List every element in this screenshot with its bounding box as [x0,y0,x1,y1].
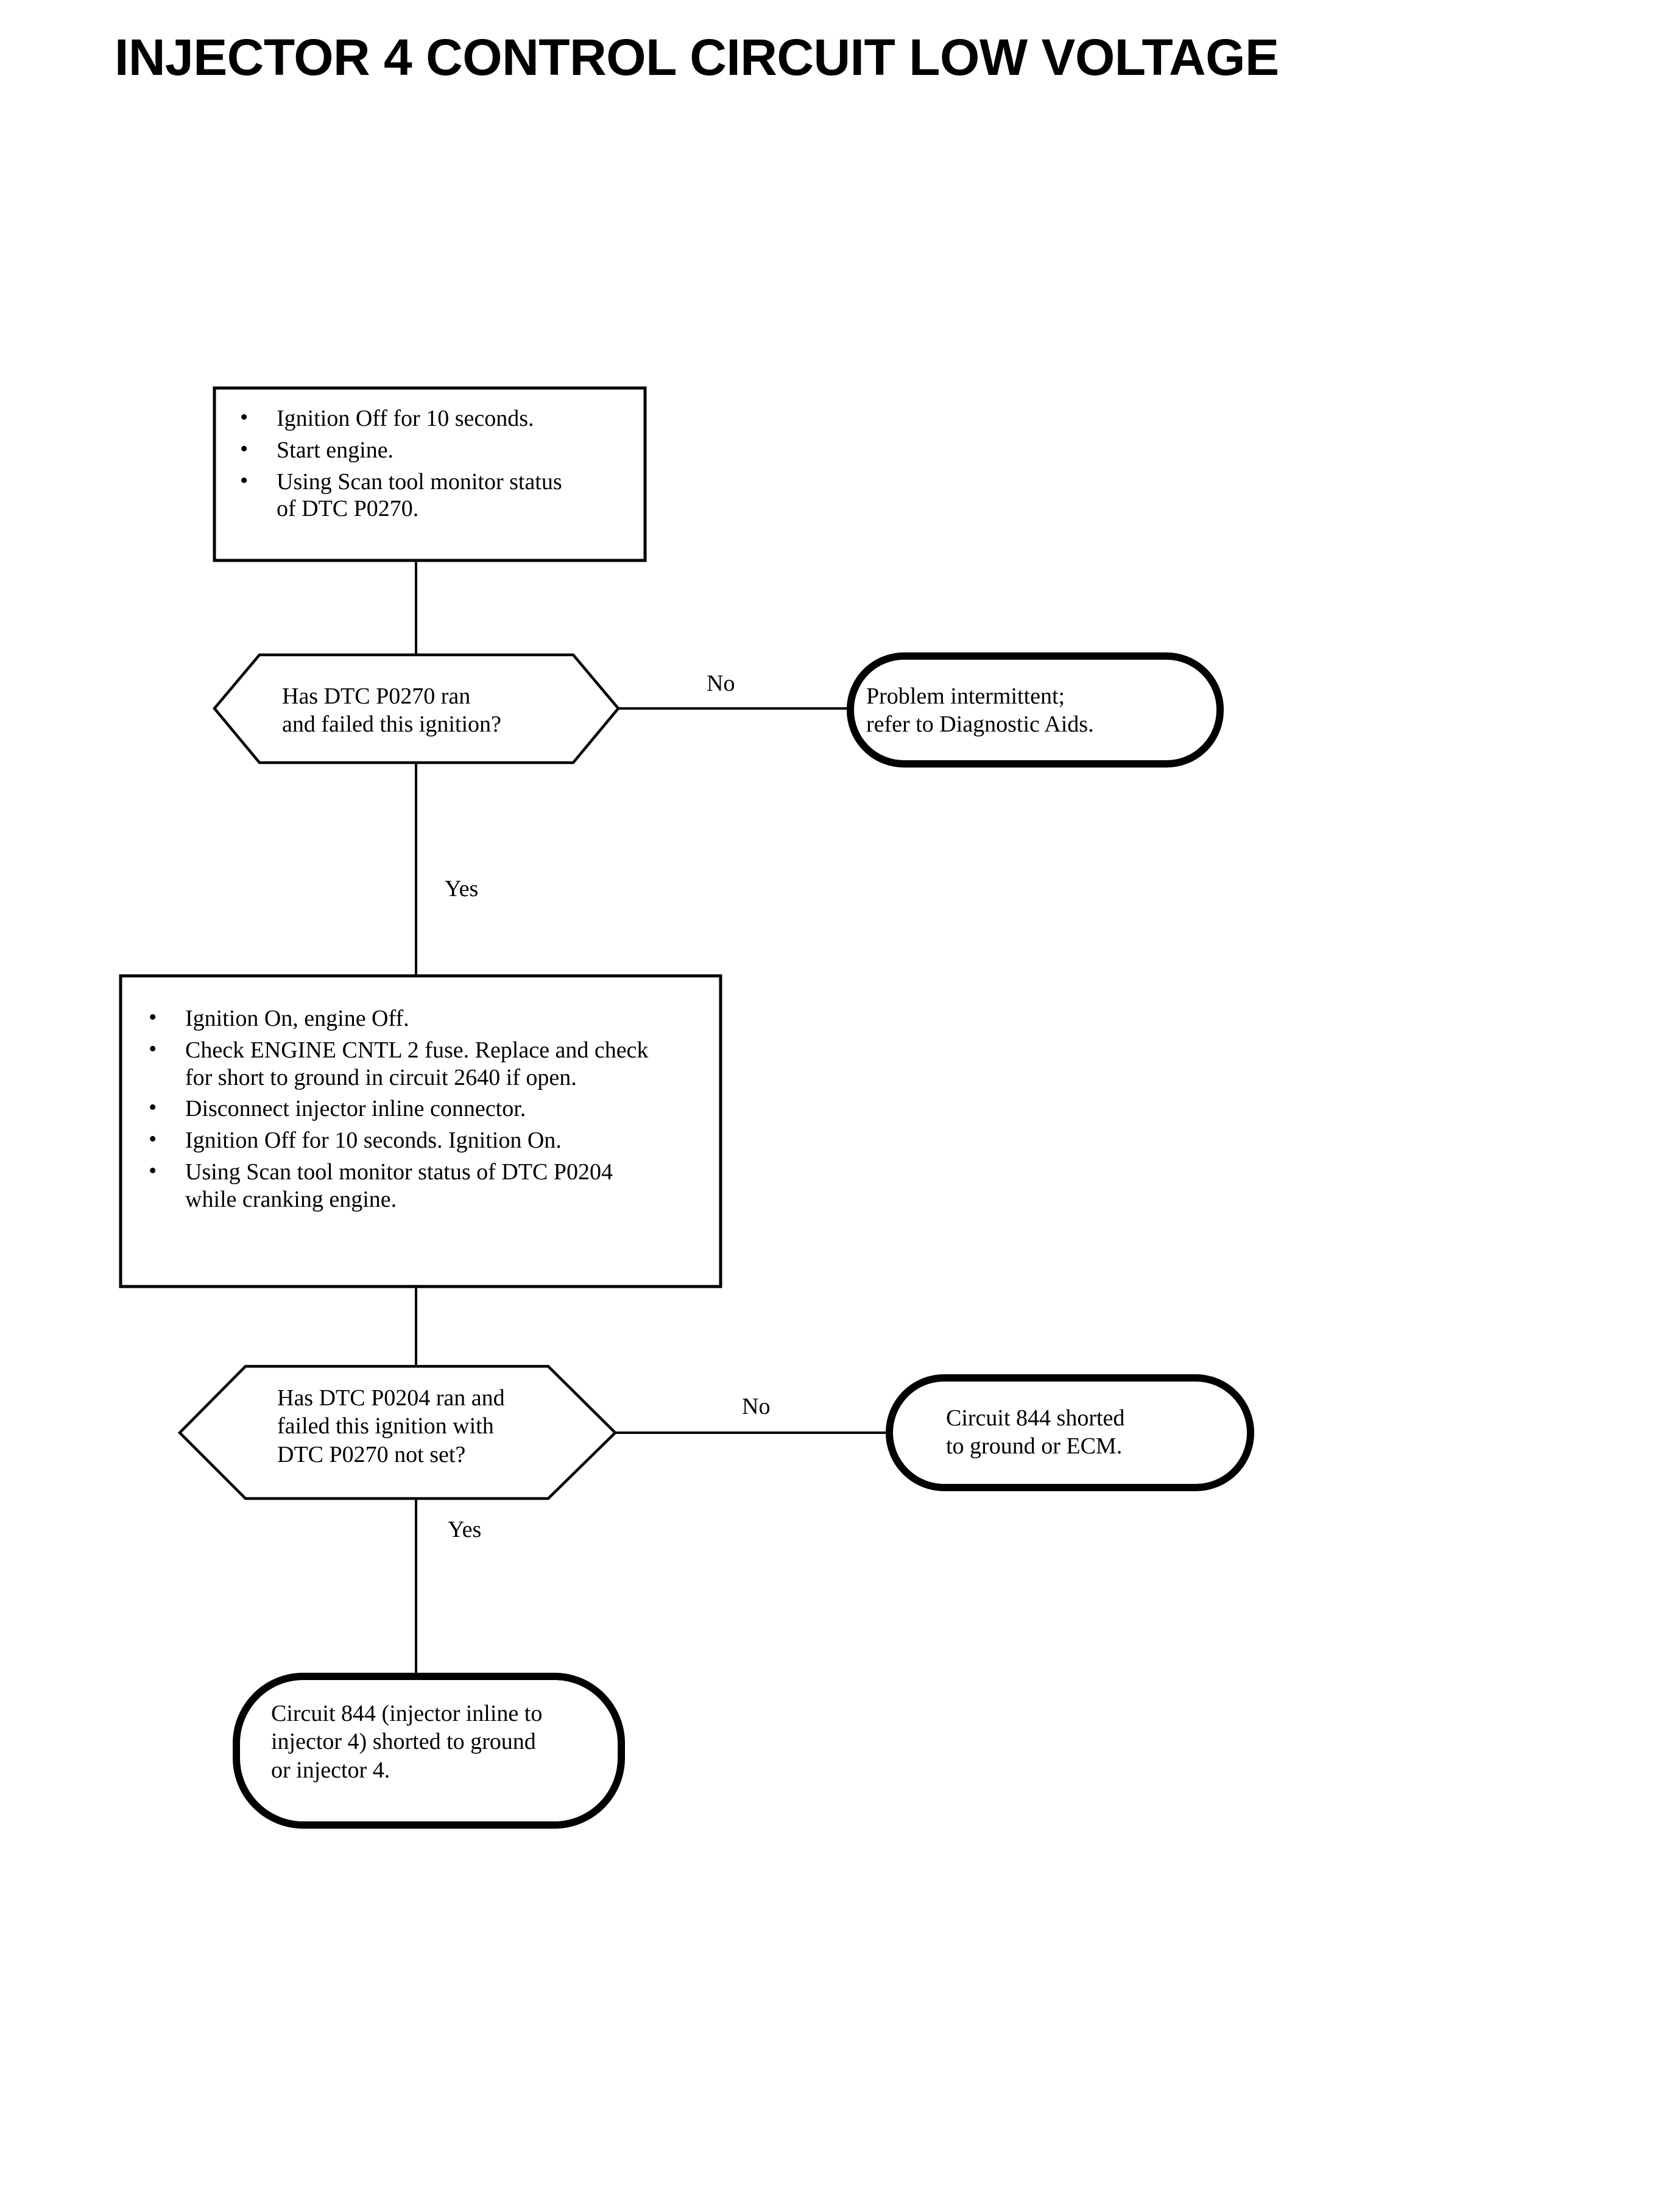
result2-line-1: Circuit 844 shorted [946,1405,1125,1431]
result1-line-1: Problem intermittent; [866,683,1065,709]
decision1-line-2: and failed this ignition? [282,711,501,738]
node-decision1-text: Has DTC P0270 ran and failed this igniti… [282,682,599,739]
step2-bullet-list: Ignition On, engine Off. Check ENGINE CN… [146,1004,707,1213]
step1-bullet-list: Ignition Off for 10 seconds. Start engin… [238,404,627,523]
result2-line-2: to ground or ECM. [946,1433,1123,1460]
page-title: INJECTOR 4 CONTROL CIRCUIT LOW VOLTAGE [115,29,1279,86]
node-step2-text: Ignition On, engine Off. Check ENGINE CN… [146,1004,707,1218]
result3-line-1: Circuit 844 (injector inline to [271,1701,543,1726]
list-item: Ignition Off for 10 seconds. [238,404,627,432]
list-item: Disconnect injector inline connector. [146,1094,707,1123]
decision2-line-1: Has DTC P0204 ran and [277,1385,505,1411]
node-decision2-text: Has DTC P0204 ran and failed this igniti… [277,1384,594,1469]
list-item: Ignition Off for 10 seconds. Ignition On… [146,1126,707,1154]
edge-label-decision1-no: No [707,671,735,696]
node-result2-text: Circuit 844 shorted to ground or ECM. [946,1404,1263,1461]
edge-label-decision2-yes: Yes [448,1517,482,1542]
list-item: Using Scan tool monitor status of DTC P0… [238,467,563,523]
result3-line-2: injector 4) shorted to ground [271,1729,536,1755]
decision2-line-3: DTC P0270 not set? [277,1441,466,1467]
node-result1-text: Problem intermittent; refer to Diagnosti… [866,682,1207,739]
result3-line-3: or injector 4. [271,1757,390,1783]
decision2-line-2: failed this ignition with [277,1413,494,1439]
decision1-line-1: Has DTC P0270 ran [282,683,471,709]
edge-label-decision1-yes: Yes [445,876,479,902]
edge-label-decision2-no: No [742,1394,771,1419]
list-item: Check ENGINE CNTL 2 fuse. Replace and ch… [146,1036,672,1092]
node-step1-text: Ignition Off for 10 seconds. Start engin… [238,404,627,527]
list-item: Start engine. [238,436,627,464]
list-item: Ignition On, engine Off. [146,1004,707,1033]
node-result3-text: Circuit 844 (injector inline to injector… [271,1700,624,1784]
result1-line-2: refer to Diagnostic Aids. [866,711,1094,738]
list-item: Using Scan tool monitor status of DTC P0… [146,1157,630,1213]
